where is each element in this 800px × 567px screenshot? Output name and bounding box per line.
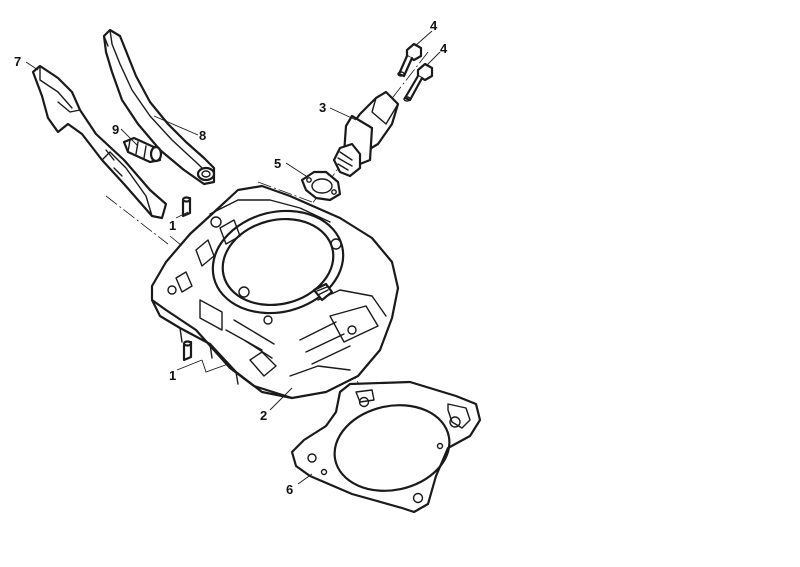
callout-rail-pivot-pin: 9	[112, 122, 119, 137]
tensioner-gasket	[300, 170, 342, 202]
cylinder	[150, 184, 400, 400]
tensioner-rail	[102, 28, 216, 186]
dowel-pin-upper	[181, 196, 192, 218]
callout-bolt-lower: 4	[440, 41, 448, 56]
callout-dowel-pin-upper: 1	[169, 218, 176, 233]
chain-tensioner	[332, 90, 400, 178]
callout-tensioner-gasket: 5	[274, 156, 281, 171]
callout-tensioner-rail: 8	[199, 128, 206, 143]
callout-chain-tensioner: 3	[319, 100, 326, 115]
callout-labels: 7 9 8 1 1 2 6 4 4 3 5	[14, 18, 448, 497]
rail-pivot-pin	[122, 136, 163, 164]
callout-guide-rail: 7	[14, 54, 21, 69]
bolt-lower	[403, 62, 434, 102]
callout-cylinder: 2	[260, 408, 267, 423]
leader-lines	[25, 30, 441, 485]
guide-rail	[31, 64, 169, 245]
callout-cylinder-base-gasket: 6	[286, 482, 293, 497]
cylinder-base-gasket	[290, 380, 482, 514]
callout-bolt-upper: 4	[430, 18, 438, 33]
bolt-upper	[397, 42, 423, 78]
dowel-pin-lower	[182, 340, 193, 362]
callout-dowel-pin-lower: 1	[169, 368, 176, 383]
